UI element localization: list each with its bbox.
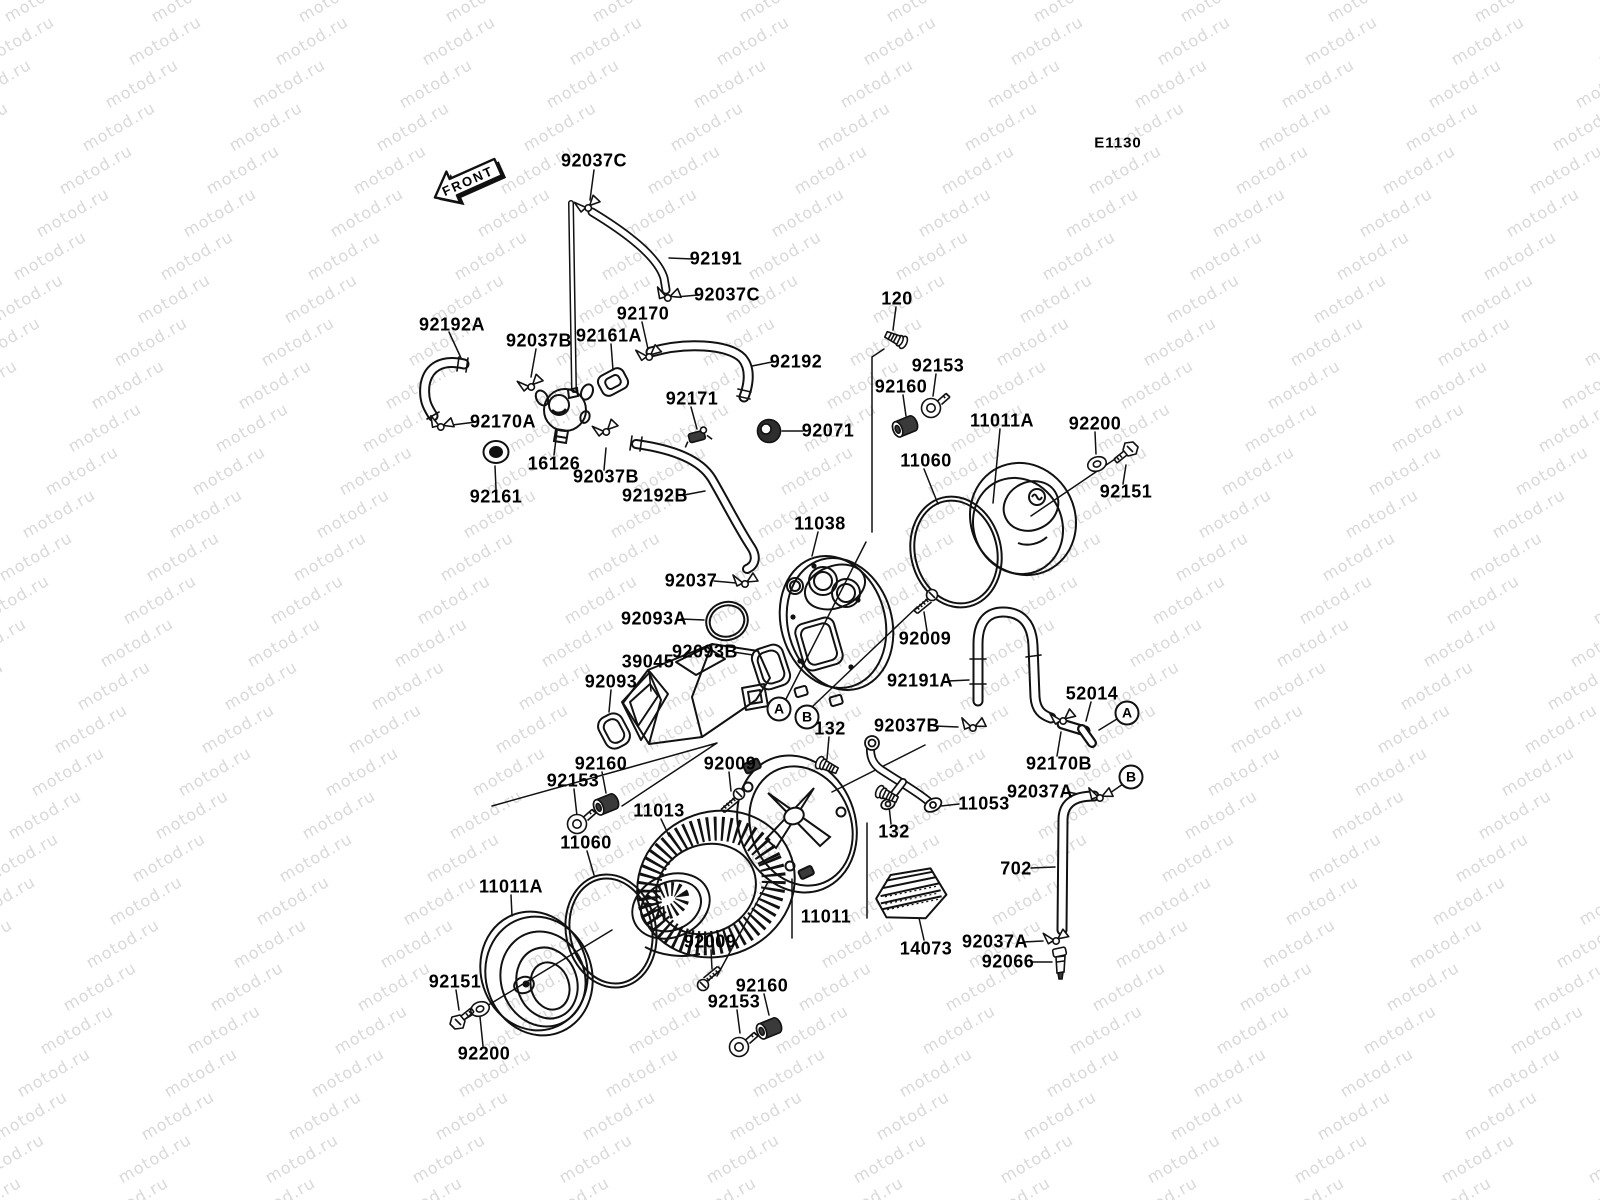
baffle-14073 bbox=[875, 867, 948, 920]
page-code: E1130 bbox=[1094, 134, 1142, 152]
plug-92066 bbox=[1051, 946, 1068, 980]
grommet-92071 bbox=[756, 418, 782, 444]
front-arrow-icon bbox=[433, 157, 507, 206]
cover-11011a-bottom bbox=[479, 910, 594, 1037]
ring-11060-top bbox=[909, 495, 1003, 609]
plate-11038 bbox=[778, 555, 895, 707]
duct-39045 bbox=[621, 643, 771, 745]
leader-lines bbox=[448, 169, 1127, 1047]
clamp-92171 bbox=[684, 426, 713, 448]
cover-11011a-top bbox=[969, 461, 1077, 577]
gasket-92093b bbox=[750, 643, 792, 691]
seal-92093 bbox=[597, 712, 631, 750]
damper-92161 bbox=[482, 440, 510, 464]
bracket-11053 bbox=[864, 735, 943, 813]
oring-92093a bbox=[705, 600, 749, 642]
ring-11060-bottom bbox=[564, 873, 658, 989]
valve-16126 bbox=[534, 383, 595, 445]
hoses bbox=[419, 200, 1100, 936]
holder-92161a bbox=[596, 367, 630, 397]
